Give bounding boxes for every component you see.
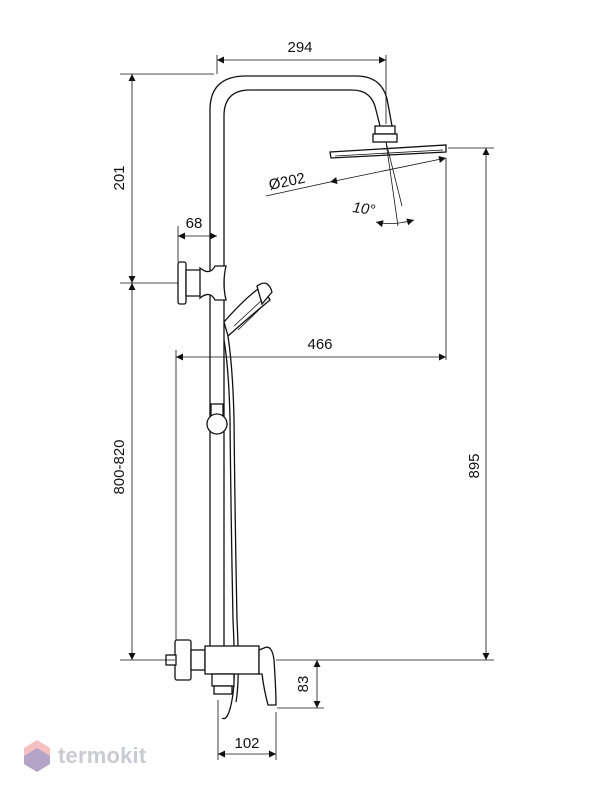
hand-shower: [223, 282, 273, 338]
dim-mixer-depth: 102: [234, 735, 259, 752]
dim-bracket-offset: 68: [186, 215, 203, 232]
extension-lines: [120, 55, 494, 760]
wall-mixer: [165, 639, 277, 706]
termokit-logo-icon: [24, 740, 50, 772]
dim-arm-reach: 294: [287, 39, 312, 56]
dim-head-angle: 10°: [351, 199, 376, 219]
termokit-logo-text: termokit: [58, 743, 147, 768]
dim-spout-drop: 83: [295, 676, 312, 693]
dim-overall-reach: 466: [307, 336, 332, 353]
dimension-lines: [128, 56, 490, 758]
wall-bracket: [177, 261, 227, 305]
dim-total-height: 895: [466, 453, 483, 478]
shower-arm-connector: [372, 125, 398, 143]
slider-knob: [206, 403, 228, 435]
termokit-watermark: termokit: [22, 736, 146, 776]
dim-head-diameter: Ø202: [267, 170, 306, 194]
shower-riser: [209, 75, 393, 650]
dim-mixer-height: 800-820: [111, 439, 128, 494]
dim-arm-height: 201: [111, 165, 128, 190]
